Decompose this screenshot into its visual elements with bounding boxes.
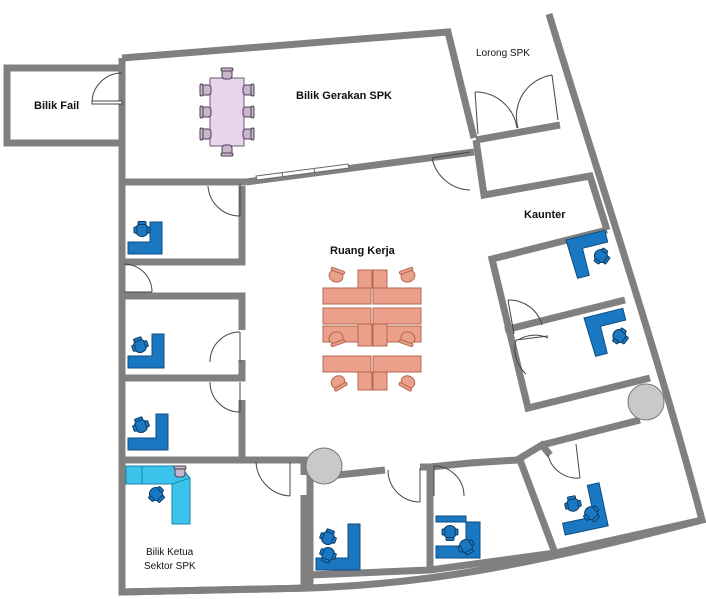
desk-office-2 [127, 333, 165, 369]
door-bottom-2[interactable] [433, 465, 465, 497]
door-ketua[interactable] [255, 461, 291, 497]
door-office-1[interactable] [207, 184, 241, 217]
desk-bottom-2 [435, 515, 481, 559]
label-lorong: Lorong SPK [476, 48, 530, 59]
desk-office-3 [127, 413, 169, 451]
desk-ketua [125, 465, 191, 525]
wall-bilik-fail [3, 64, 122, 147]
label-bilik-fail: Bilik Fail [34, 100, 79, 112]
label-ruang-kerja: Ruang Kerja [330, 245, 396, 257]
label-kaunter: Kaunter [524, 209, 566, 221]
desk-kaunter-2 [583, 307, 632, 357]
door-gerakan[interactable] [431, 151, 471, 191]
columns [305, 383, 665, 485]
door-connector[interactable] [123, 263, 153, 293]
door-bottom-3[interactable] [547, 443, 581, 479]
desk-office-1 [127, 221, 163, 255]
door-kaunter-2[interactable] [514, 334, 549, 375]
door-office-2[interactable] [209, 331, 241, 363]
wall-lorong-inner [472, 139, 611, 232]
doors [91, 72, 581, 503]
desk-kaunter-1 [565, 229, 613, 279]
desk-bottom-1 [315, 523, 361, 571]
door-bottom-1[interactable] [387, 468, 421, 503]
label-bilik-ketua-1: Bilik Ketua [146, 547, 194, 558]
label-bilik-ketua-2: Sektor SPK [144, 561, 196, 572]
column-2 [627, 383, 665, 421]
room-labels: Bilik Fail Bilik Gerakan SPK Lorong SPK … [34, 48, 566, 572]
walls [3, 12, 706, 596]
door-kaunter-1[interactable] [507, 299, 543, 335]
wall-kaunter-offices [487, 226, 651, 413]
door-bilik-fail[interactable] [91, 72, 123, 105]
column-1 [305, 447, 343, 485]
meeting-table [199, 67, 255, 157]
wall-bottom-outer [121, 516, 703, 596]
label-bilik-gerakan: Bilik Gerakan SPK [296, 90, 392, 102]
office-desks [125, 221, 632, 571]
door-lorong[interactable] [474, 74, 559, 135]
wall-left-offices [118, 182, 246, 464]
wall-outer-right [545, 12, 706, 557]
windows [255, 163, 350, 181]
door-office-3[interactable] [209, 381, 241, 413]
wall-bilik-gerakan [118, 28, 478, 186]
wall-lorong-top [475, 121, 561, 144]
workstation-cluster [322, 266, 422, 393]
desk-bottom-3 [562, 482, 609, 536]
window-gerakan [255, 163, 350, 181]
